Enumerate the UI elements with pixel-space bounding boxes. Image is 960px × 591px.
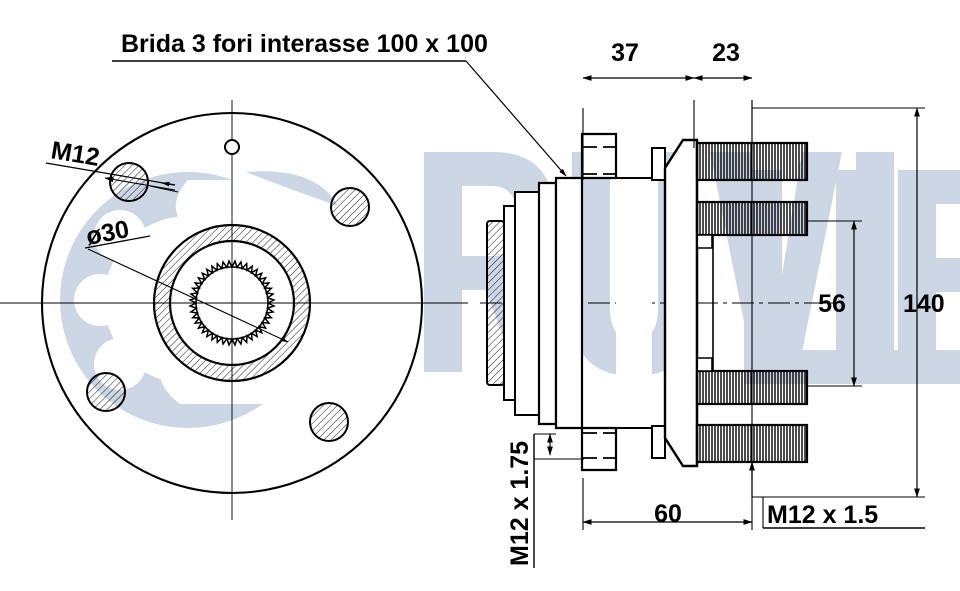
dim-label-37: 37 <box>611 39 639 67</box>
dia30-underline <box>84 235 151 249</box>
hub-outer-circle <box>152 223 312 383</box>
m12x15-label: M12 x 1.5 <box>767 501 878 529</box>
bolt-hole <box>330 187 370 227</box>
hub-barrel <box>554 176 584 430</box>
m12x15-callout: M12 x 1.5 <box>749 461 925 529</box>
section-view-group <box>480 100 842 480</box>
dia30-callout: ø30 <box>84 215 289 343</box>
title-note-group: Brida 3 fori interasse 100 x 100 <box>112 30 567 177</box>
dim-label-56: 56 <box>818 290 846 318</box>
m12x175-label: M12 x 1.75 <box>506 441 534 566</box>
spline-teeth-path <box>188 259 276 347</box>
front-view-group: M12 ø30 <box>0 100 468 520</box>
bearing-outer-body <box>514 191 540 416</box>
inner-spacer <box>616 178 652 428</box>
spline-teeth-group <box>188 259 276 347</box>
hub-inner-circle <box>168 239 296 367</box>
stud-shoulder-lower <box>696 357 713 372</box>
title-leader-line <box>465 60 567 177</box>
dia30-leader-line <box>87 248 289 343</box>
m12-pointer-to-hole <box>104 176 176 191</box>
m12x175-callout: M12 x 1.75 <box>506 433 584 568</box>
flange-outer-circle <box>40 111 424 495</box>
dim-label-23: 23 <box>712 39 740 67</box>
flange-plate <box>663 138 699 468</box>
m12-callout: M12 <box>45 136 179 193</box>
m12-leader-line <box>45 162 176 186</box>
seal-ring-block <box>486 220 505 386</box>
bearing-outer-step <box>503 205 516 401</box>
stud-shoulder-upper <box>696 234 713 249</box>
page-title: Brida 3 fori interasse 100 x 100 <box>121 30 488 58</box>
bolt-hole <box>309 402 349 442</box>
bearing-ring-main <box>537 181 558 426</box>
m12-leader-arrow <box>161 181 176 187</box>
pulse-ring-tab-bottom <box>580 426 618 472</box>
collar-bottom <box>651 425 666 459</box>
m12-label: M12 <box>49 136 102 172</box>
collar-top <box>651 147 666 181</box>
dimension-group: 37 23 140 56 60 M12 x 1.75 <box>506 39 945 568</box>
dim-label-60: 60 <box>654 500 682 528</box>
m12-pointer-out <box>149 185 179 193</box>
sensor-hole <box>224 139 240 155</box>
bolt-hole <box>86 372 126 412</box>
pulse-ring-tab-top <box>580 132 618 180</box>
dim-label-140: 140 <box>903 290 945 318</box>
